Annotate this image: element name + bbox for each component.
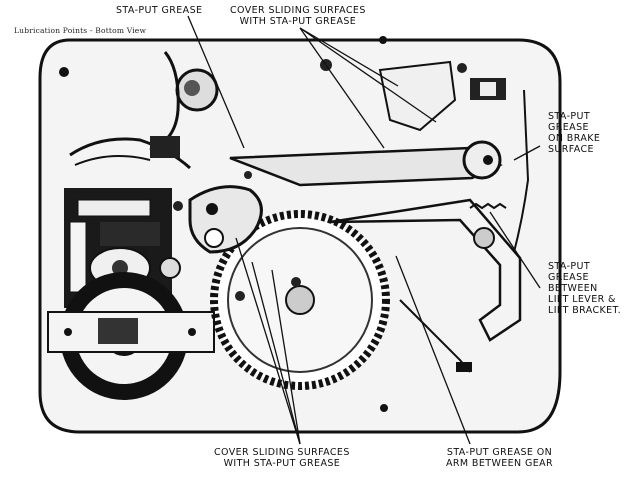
label-line: SURFACE — [548, 144, 594, 155]
label-line: LIFT LEVER & — [548, 294, 616, 305]
label-line: GREASE — [548, 122, 589, 133]
label-cover-bottom: COVER SLIDING SURFACES WITH STA-PUT GREA… — [214, 447, 350, 469]
label-brake: STA-PUT GREASE ON BRAKE SURFACE — [548, 111, 600, 155]
label-line: COVER SLIDING SURFACES — [214, 447, 350, 458]
label-line: WITH STA-PUT GREASE — [223, 458, 341, 469]
label-lift: STA-PUT GREASE BETWEEN LIFT LEVER & LIFT… — [548, 261, 621, 316]
label-line: ARM BETWEEN GEAR — [446, 458, 554, 469]
label-line: WITH STA-PUT GREASE — [239, 16, 357, 27]
label-line: GREASE — [548, 272, 589, 283]
mount-hole — [379, 36, 387, 44]
label-line: LIFT BRACKET. — [548, 305, 622, 316]
leader-lines — [187, 15, 541, 445]
label-arm: STA-PUT GREASE ON ARM BETWEEN GEAR — [446, 447, 553, 469]
spring — [469, 202, 507, 210]
label-line: STA-PUT — [548, 261, 591, 272]
label-grease-top: STA-PUT GREASE — [116, 5, 202, 16]
figure-caption: Lubrication Points - Bottom View — [14, 26, 147, 35]
label-line: COVER SLIDING SURFACES — [230, 5, 366, 16]
label-line: BETWEEN — [548, 283, 598, 294]
mount-hole — [380, 404, 388, 412]
mount-hole — [59, 67, 69, 77]
brake-pivot — [462, 140, 502, 180]
label-line: ON BRAKE — [548, 133, 601, 144]
label-line: STA-PUT — [548, 111, 591, 122]
coil — [150, 136, 180, 158]
wire — [74, 155, 151, 166]
label-cover-top: COVER SLIDING SURFACES WITH STA-PUT GREA… — [230, 5, 366, 27]
label-line: STA-PUT GREASE ON — [446, 447, 553, 458]
label-line: STA-PUT GREASE — [116, 5, 203, 16]
